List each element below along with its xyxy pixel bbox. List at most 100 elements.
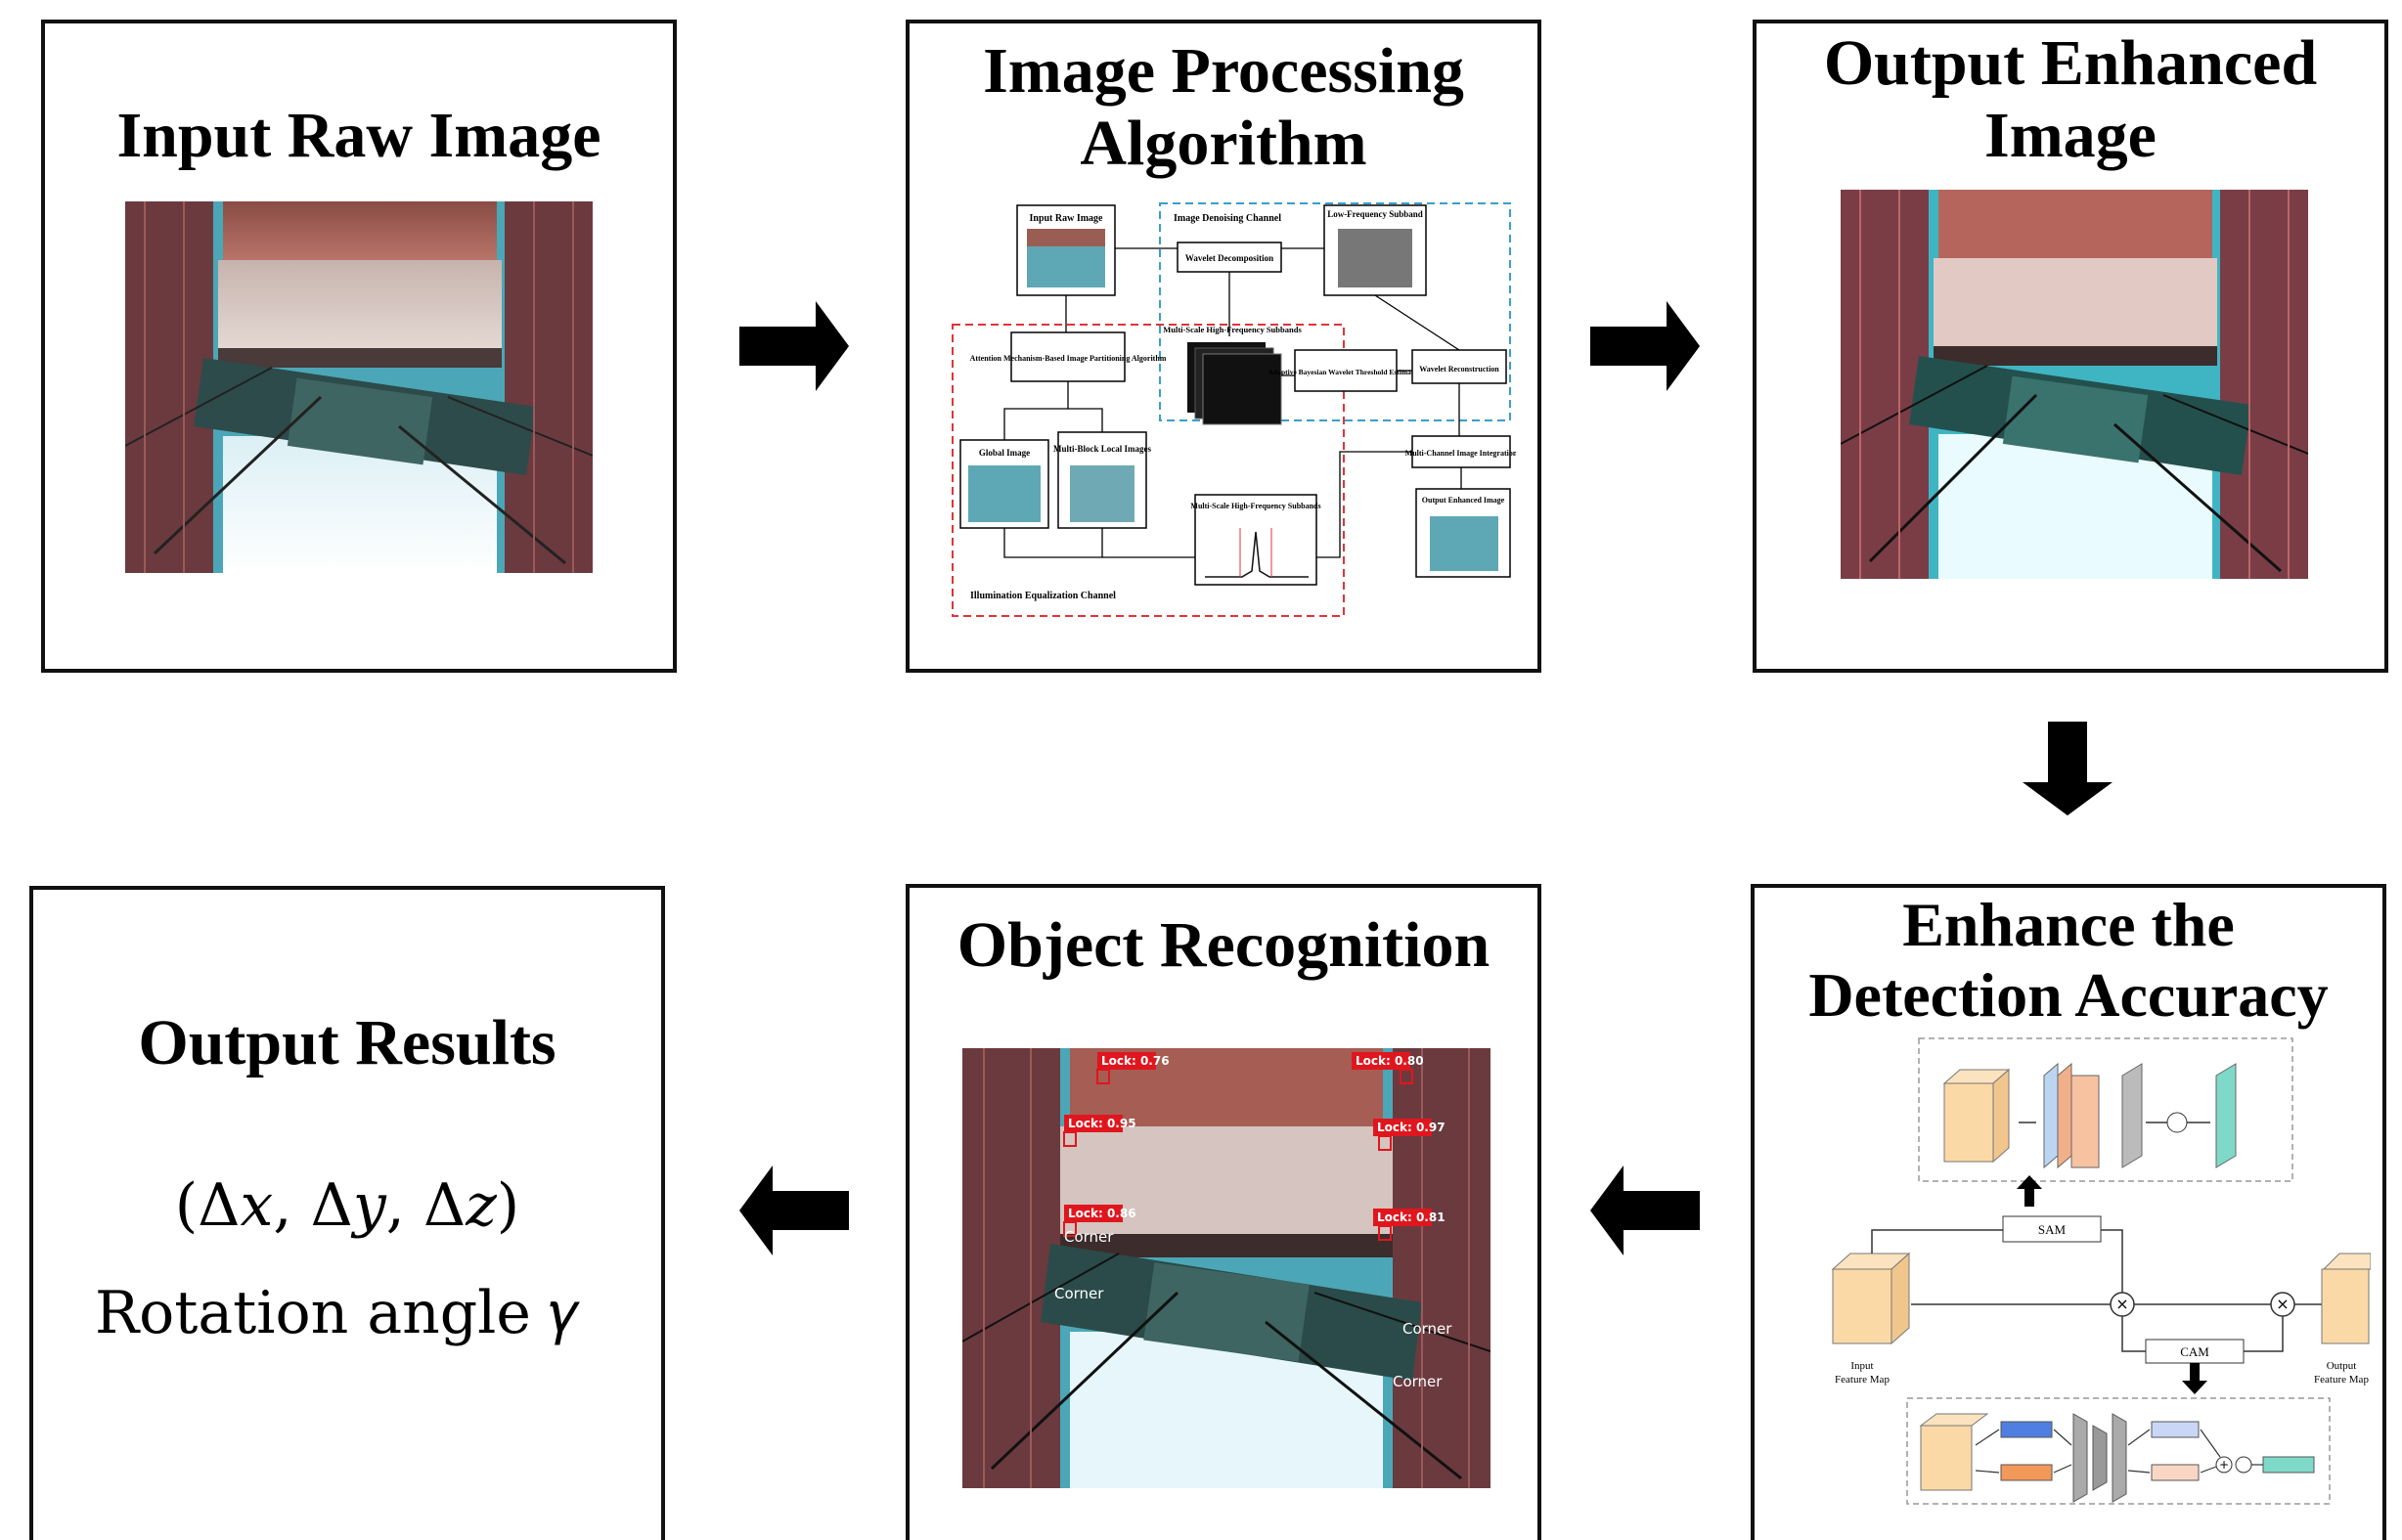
detection-lock-6-label: Lock: 0.81 <box>1377 1210 1446 1224</box>
detection-lock-1: Lock: 0.76 <box>1096 1052 1170 1084</box>
input-feature-cube-side <box>1890 1252 1910 1345</box>
detection-lock-6: Lock: 0.81 <box>1373 1209 1446 1241</box>
output-enhanced-panel: Output Enhanced Image <box>1753 20 2388 673</box>
detection-corner-2-label: Corner <box>1054 1285 1104 1302</box>
sam-slab-gray <box>2121 1063 2143 1168</box>
sam-slab-blue <box>2043 1062 2059 1169</box>
fc-subband-stack-3 <box>1202 353 1282 425</box>
enhance-accuracy-title: Enhance the Detection Accuracy <box>1808 890 2329 1030</box>
detection-corner-3-label: Corner <box>1402 1320 1452 1338</box>
sam-input-cube-side <box>1992 1068 2010 1164</box>
arrow-down <box>2023 722 2113 815</box>
cam-add-symbol: + <box>2219 1458 2229 1472</box>
fc-multi-channel-integration <box>1411 435 1511 468</box>
multiply-node-1 <box>2110 1292 2135 1317</box>
fc-input-thumb-top <box>1027 229 1105 246</box>
detection-lock-2: Lock: 0.80 <box>1352 1052 1424 1084</box>
fc-multi-block-label: Multi-Block Local Images <box>1053 444 1151 454</box>
denoise-channel-label: Image Denoising Channel <box>1174 213 1281 224</box>
cam-avgpool-out <box>2151 1464 2200 1481</box>
detection-lock-3: Lock: 0.95 <box>1063 1115 1136 1147</box>
detection-lock-5-label: Lock: 0.86 <box>1068 1207 1136 1220</box>
cam-input-cube-top <box>1919 1413 1989 1427</box>
output-enhanced-title: Output Enhanced Image <box>1823 27 2318 171</box>
detection-lock-2-label: Lock: 0.80 <box>1356 1054 1424 1068</box>
image-processing-title: Image Processing Algorithm <box>983 35 1464 179</box>
cam-mlp-2 <box>2092 1425 2108 1491</box>
enhance-accuracy-panel: Enhance the Detection Accuracy SAM <box>1751 884 2386 1540</box>
fc-global-image-label: Global Image <box>979 448 1030 458</box>
cam-down-arrow <box>2182 1363 2207 1394</box>
fc-multiscale-histogram <box>1194 494 1317 586</box>
arrow-right-2 <box>1590 301 1700 391</box>
fc-multi-channel-label: Multi-Channel Image Integration <box>1405 449 1516 458</box>
cam-sigmoid-node <box>2235 1456 2252 1474</box>
fc-attention-partition <box>1010 331 1126 382</box>
multiply-symbol-2: × <box>2276 1295 2289 1313</box>
fc-output-enhanced-label: Output Enhanced Image <box>1422 496 1505 505</box>
denoise-channel-box <box>1159 202 1511 421</box>
detection-lock-5: Lock: 0.86 <box>1063 1205 1136 1237</box>
cam-maxpool-out <box>2151 1421 2200 1438</box>
multiply-symbol-1: × <box>2115 1295 2128 1313</box>
fc-multiscale-2-label: Multi-Scale High-Frequency Subbands <box>1190 502 1320 510</box>
sam-slab-orange-front <box>2070 1075 2100 1168</box>
object-recognition-title: Object Recognition <box>956 909 1490 981</box>
sam-detail-box <box>1918 1037 2293 1182</box>
sam-input-cube <box>1943 1082 1994 1163</box>
fc-histogram-curve <box>1205 531 1309 578</box>
input-raw-image-title: Input Raw Image <box>116 100 601 171</box>
arrow-left-2 <box>739 1166 849 1255</box>
detection-photo: Lock: 0.76 Lock: 0.80 Lock: 0.95 Lock: 0… <box>962 1048 1490 1488</box>
image-processing-panel: Image Processing Algorithm Image Denoisi… <box>906 20 1541 673</box>
multiply-node-2 <box>2270 1292 2295 1317</box>
fc-input-raw-image-label: Input Raw Image <box>1029 213 1103 224</box>
fc-adaptive-bayesian-label: Adaptive Bayesian Wavelet Threshold Esti… <box>1268 368 1425 376</box>
enhanced-crane-photo <box>1841 190 2308 579</box>
arrow-left-1 <box>1590 1166 1700 1255</box>
cam-input-cube <box>1920 1425 1973 1491</box>
cam-mlp-3 <box>2112 1413 2127 1503</box>
output-results-title: Output Results <box>138 1007 556 1078</box>
rotation-angle: Rotation angle 𝛾 <box>95 1279 580 1347</box>
detection-lock-3-label: Lock: 0.95 <box>1068 1117 1136 1130</box>
arrow-right-1 <box>739 301 849 391</box>
cam-maxpool-block <box>2000 1421 2053 1438</box>
cam-output-block <box>2262 1456 2315 1474</box>
fc-local-thumb <box>1070 465 1134 522</box>
object-recognition-panel: Object Recognition <box>906 884 1541 1540</box>
processing-flowchart: Image Denoising Channel Illumination Equ… <box>952 202 1516 617</box>
sam-sigmoid-node <box>2166 1112 2188 1133</box>
detection-lock-1-label: Lock: 0.76 <box>1101 1054 1170 1068</box>
output-feature-cube <box>2321 1268 2370 1344</box>
input-raw-image-panel: Input Raw Image <box>41 20 677 673</box>
sam-output-slab <box>2215 1063 2237 1168</box>
input-feature-cube <box>1832 1268 1892 1344</box>
fc-low-frequency-label: Low-Frequency Subband <box>1327 209 1423 219</box>
fc-adaptive-bayesian <box>1294 349 1398 392</box>
illumination-channel-label: Illumination Equalization Channel <box>970 591 1116 601</box>
fc-low-freq-thumb <box>1338 229 1412 287</box>
cam-connectors <box>1975 1429 2263 1474</box>
fc-attention-partition-label: Attention Mechanism-Based Image Partitio… <box>970 354 1167 363</box>
cam-avgpool-block <box>2000 1464 2053 1481</box>
detection-corner-1-label: Corner <box>1064 1228 1114 1246</box>
cam-mlp-1 <box>2072 1413 2088 1503</box>
output-results-panel: Output Results (Δ𝑥, Δ𝑦, Δ𝑧) Rotation ang… <box>29 886 665 1540</box>
fc-wavelet-decomposition <box>1177 242 1282 273</box>
cam-add-node <box>2215 1456 2233 1474</box>
sam-up-arrow <box>2017 1175 2042 1207</box>
cam-label: CAM <box>2180 1344 2209 1359</box>
output-feature-cube-top <box>2322 1253 2371 1270</box>
fc-global-thumb <box>968 465 1041 522</box>
cam-block <box>2145 1339 2245 1364</box>
raw-crane-photo <box>125 201 593 573</box>
illumination-channel-box <box>952 324 1345 617</box>
main-connectors <box>1871 1229 2322 1352</box>
fc-wavelet-decomposition-label: Wavelet Decomposition <box>1185 253 1273 263</box>
displacement-vector: (Δ𝑥, Δ𝑦, Δ𝑧) <box>174 1171 520 1240</box>
fc-multiscale-label: Multi-Scale High-Frequency Subbands <box>1163 325 1302 334</box>
